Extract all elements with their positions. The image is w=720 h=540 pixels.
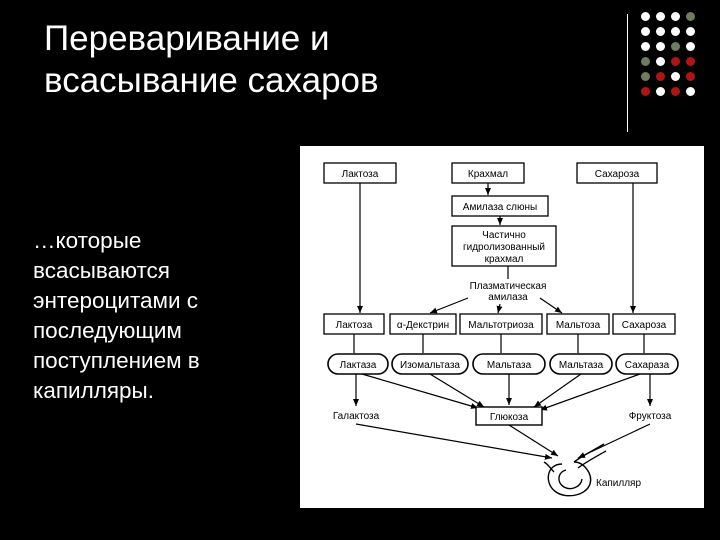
body-line-3: энтероцитами с <box>33 288 199 313</box>
box-sucrose-top <box>576 162 658 184</box>
label-maltose: Мальтоза <box>556 320 601 331</box>
decor-dot <box>671 42 680 51</box>
decor-dot <box>671 27 680 36</box>
decor-dot <box>671 57 680 66</box>
label-sucrose: Сахароза <box>622 320 667 331</box>
decor-dot <box>656 27 665 36</box>
body-text: …которые всасываются энтероцитами с посл… <box>33 226 283 406</box>
decor-dot <box>656 12 665 21</box>
decor-dot <box>641 27 650 36</box>
decor-dot <box>656 57 665 66</box>
decor-dot <box>671 72 680 81</box>
decor-dot <box>641 87 650 96</box>
enzyme-sucrase <box>615 353 679 375</box>
label-capillary: Капилляр <box>596 478 641 489</box>
label-dextrin: α-Декстрин <box>397 320 449 331</box>
decor-dot <box>671 87 680 96</box>
decor-dot <box>641 42 650 51</box>
decor-dot <box>656 87 665 96</box>
diagram-svg: Лактоза Крахмал Сахароза Амилаза слюны Ч… <box>323 162 679 497</box>
decor-dot <box>641 12 650 21</box>
decor-dot <box>686 12 695 21</box>
body-line-4: последующим <box>33 318 182 343</box>
label-lactase: Лактаза <box>340 360 377 371</box>
decor-dot <box>686 42 695 51</box>
box-partial-starch <box>451 225 557 267</box>
decor-dot <box>656 72 665 81</box>
label-maltotriose: Мальтотриоза <box>468 320 534 331</box>
arrow-to-maltotriose <box>496 303 503 314</box>
body-line-5: поступлением в <box>33 348 200 373</box>
decor-dot <box>641 57 650 66</box>
body-line-6: капилляры. <box>33 378 154 403</box>
body-line-2: всасываются <box>33 258 170 283</box>
slide-title: Переваривание и всасывание сахаров <box>44 18 604 102</box>
label-amylase-saliva: Амилаза слюны <box>463 202 537 213</box>
label-partial-2: гидролизованный <box>463 242 545 253</box>
decor-vertical-line <box>627 14 628 132</box>
capillary-drawing <box>543 443 607 497</box>
label-galactose: Галактоза <box>333 411 380 422</box>
enzyme-lactase <box>327 353 389 375</box>
label-sucrose-top: Сахароза <box>595 169 640 180</box>
decor-dot <box>686 87 695 96</box>
arrow-galactose-capillary <box>355 423 553 460</box>
label-isomaltase: Изомальтаза <box>400 360 460 371</box>
sugar-digestion-diagram: Лактоза Крахмал Сахароза Амилаза слюны Ч… <box>300 146 704 508</box>
decor-dot <box>656 42 665 51</box>
label-fructose: Фруктоза <box>629 411 672 422</box>
label-lactose: Лактоза <box>336 320 373 331</box>
arrow-to-maltose <box>539 297 563 314</box>
decor-dot <box>686 72 695 81</box>
body-line-1: …которые <box>33 228 142 253</box>
label-starch: Крахмал <box>468 169 508 180</box>
label-maltase-2: Мальтаза <box>559 360 604 371</box>
decor-dot <box>686 57 695 66</box>
arrow-lactase-glucose <box>361 373 479 409</box>
label-lactose-top: Лактоза <box>342 169 379 180</box>
label-pancreatic-2: амилаза <box>488 292 528 303</box>
arrow-maltase2-glucose <box>533 373 582 408</box>
title-line-2: всасывание сахаров <box>44 61 379 100</box>
arrow-to-dextrin <box>429 297 469 314</box>
label-partial-1: Частично <box>482 230 526 241</box>
label-sucrase: Сахараза <box>625 360 670 371</box>
title-line-1: Переваривание и <box>44 19 330 58</box>
label-partial-3: крахмал <box>485 254 524 265</box>
label-maltase-1: Мальтаза <box>487 360 532 371</box>
arrow-isomaltase-glucose <box>429 373 485 408</box>
decor-dot <box>686 27 695 36</box>
decor-dot-grid <box>641 12 711 112</box>
decor-dot <box>671 12 680 21</box>
arrow-glucose-capillary <box>508 424 559 457</box>
arrow-sucrase-glucose <box>539 373 641 411</box>
decor-dot <box>641 72 650 81</box>
label-glucose: Глюкоза <box>490 412 529 423</box>
label-pancreatic-1: Плазматическая <box>470 281 547 292</box>
